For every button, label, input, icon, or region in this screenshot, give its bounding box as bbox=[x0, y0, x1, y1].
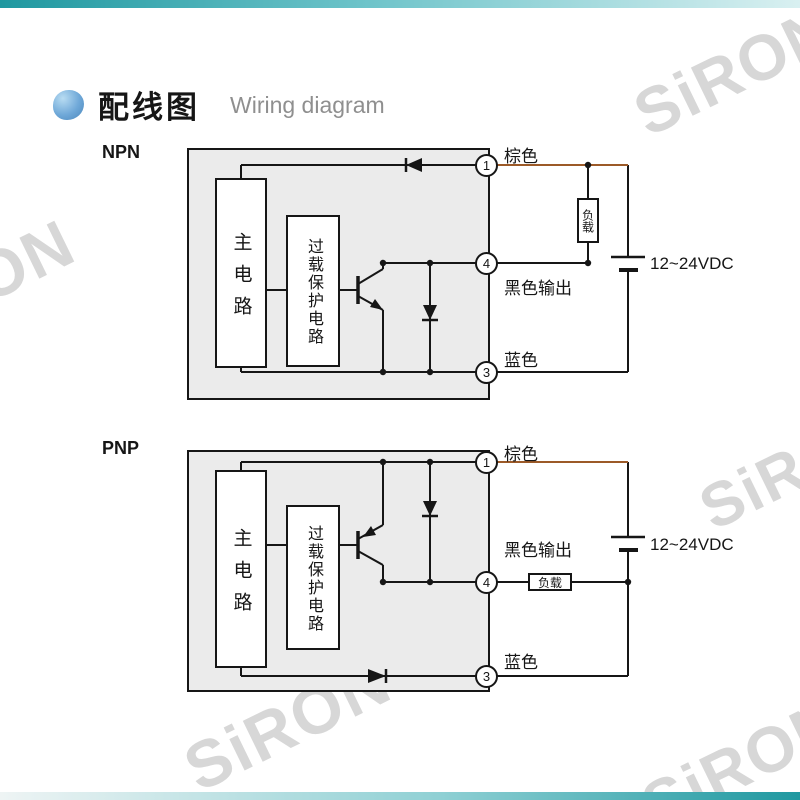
npn-transistor-emitter-arrow-icon bbox=[370, 299, 383, 310]
pnp-section-label: PNP bbox=[102, 438, 140, 458]
pnp-power-supply-label: 12~24VDC bbox=[650, 535, 734, 554]
bottom-accent-bar bbox=[0, 792, 800, 800]
npn-wiring-diagram: 主电路 过载保护电路 bbox=[100, 140, 760, 410]
npn-power-supply-label: 12~24VDC bbox=[650, 254, 734, 273]
npn-terminal-3: 3 bbox=[475, 361, 498, 384]
npn-blue-wire-label: 蓝色 bbox=[504, 351, 538, 370]
pnp-terminal-1: 1 bbox=[475, 451, 498, 474]
npn-overload-protection-box: 过载保护电路 bbox=[286, 215, 340, 367]
pnp-circuit-wires bbox=[240, 458, 645, 683]
npn-circuit-wires bbox=[240, 158, 645, 376]
pnp-black-output-label: 黑色输出 bbox=[504, 541, 572, 560]
bullet-icon bbox=[53, 90, 84, 120]
pnp-overload-protection-box: 过载保护电路 bbox=[286, 505, 340, 650]
page-title: 配线图 bbox=[98, 90, 200, 125]
pnp-bottom-diode-icon bbox=[368, 669, 388, 683]
pnp-blue-wire-label: 蓝色 bbox=[504, 653, 538, 672]
npn-section-label: NPN bbox=[102, 142, 141, 162]
pnp-junction-dots bbox=[379, 458, 632, 586]
pnp-battery-icon bbox=[611, 535, 645, 552]
pnp-terminal-3: 3 bbox=[475, 665, 498, 688]
pnp-main-circuit-box: 主电路 bbox=[215, 470, 267, 668]
page-subtitle: Wiring diagram bbox=[230, 92, 385, 118]
npn-zener-diode-icon bbox=[422, 305, 438, 322]
pnp-load-box: 负载 bbox=[528, 573, 572, 591]
pnp-wiring-diagram: 主电路 过载保护电路 bbox=[100, 440, 760, 710]
pnp-terminal-4: 4 bbox=[475, 571, 498, 594]
npn-brown-wire-label: 棕色 bbox=[504, 147, 538, 166]
watermark-text: SiRON bbox=[0, 204, 87, 368]
npn-black-output-label: 黑色输出 bbox=[504, 279, 572, 298]
npn-main-circuit-box: 主电路 bbox=[215, 178, 267, 368]
npn-top-diode-icon bbox=[404, 158, 422, 172]
pnp-brown-wire-label: 棕色 bbox=[504, 445, 538, 464]
top-accent-bar bbox=[0, 0, 800, 8]
npn-battery-icon bbox=[611, 255, 645, 272]
npn-terminal-4: 4 bbox=[475, 252, 498, 275]
watermark-text: SiRON bbox=[622, 0, 800, 150]
npn-load-box: 负载 bbox=[577, 198, 599, 243]
pnp-transistor-emitter-arrow-icon bbox=[363, 526, 376, 537]
pnp-zener-diode-icon bbox=[422, 501, 438, 518]
npn-terminal-1: 1 bbox=[475, 154, 498, 177]
npn-junction-dots bbox=[379, 161, 592, 376]
